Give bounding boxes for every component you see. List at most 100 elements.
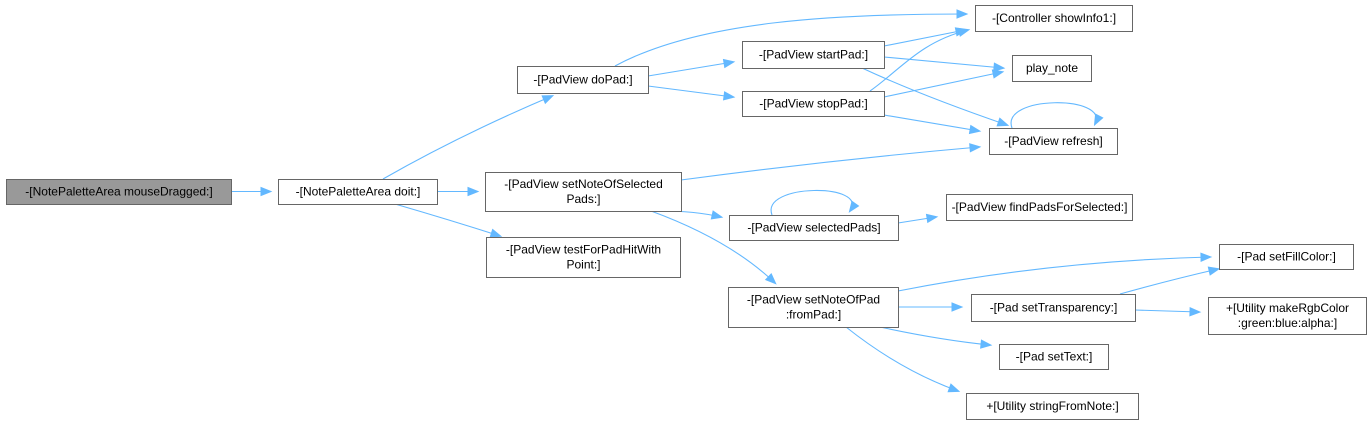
edge-n12-n16 bbox=[879, 326, 991, 346]
edge-n5-n8 bbox=[883, 56, 1004, 69]
edges-layer bbox=[231, 9, 1221, 393]
graph-node-n7[interactable]: -[Controller showInfo1:] bbox=[975, 5, 1133, 32]
edge-arrowhead-n10-n10 bbox=[848, 200, 860, 213]
node-box bbox=[742, 41, 885, 69]
graph-node-n10[interactable]: -[PadView selectedPads] bbox=[729, 215, 899, 241]
node-box bbox=[1012, 55, 1092, 82]
node-label-line: +[Utility stringFromNote:] bbox=[986, 399, 1118, 413]
node-label-line: -[PadView refresh] bbox=[1004, 134, 1103, 148]
node-box bbox=[1208, 297, 1367, 335]
edge-arrowhead-n5-n8 bbox=[993, 62, 1006, 72]
graph-node-n1[interactable]: -[NotePaletteArea doit:] bbox=[278, 179, 438, 205]
node-label-line: Point:] bbox=[566, 258, 600, 272]
edge-arrowhead-n6-n7 bbox=[957, 27, 971, 37]
node-label-line: -[PadView setNoteOfPad bbox=[747, 293, 880, 307]
edge-arrowhead-n10-n11 bbox=[925, 213, 939, 224]
edge-n14-n15 bbox=[1134, 309, 1200, 313]
graph-node-n8[interactable]: play_note bbox=[1012, 55, 1092, 82]
node-box bbox=[485, 172, 682, 212]
edge-n5-n7 bbox=[883, 29, 966, 47]
node-label-line: :fromPad:] bbox=[786, 308, 841, 322]
edge-arrowhead-n1-n4 bbox=[489, 228, 503, 238]
edge-n3-n12 bbox=[650, 210, 776, 284]
edge-arrowhead-n12-n14 bbox=[951, 302, 964, 312]
edge-arrowhead-n2-n5 bbox=[722, 58, 736, 69]
node-label-line: -[NotePaletteArea doit:] bbox=[296, 185, 421, 199]
graph-node-n0[interactable]: -[NotePaletteArea mouseDragged:] bbox=[6, 179, 232, 205]
edge-arrowhead-n9-n9 bbox=[1093, 113, 1104, 127]
edge-arrowhead-n2-n7 bbox=[956, 9, 969, 19]
edge-n2-n7 bbox=[614, 13, 967, 67]
edge-n6-n8 bbox=[883, 71, 1003, 98]
node-label-line: -[Pad setFillColor:] bbox=[1237, 250, 1336, 264]
graph-node-n11[interactable]: -[PadView findPadsForSelected:] bbox=[946, 194, 1133, 221]
node-label-line: -[PadView testForPadHitWith bbox=[506, 243, 661, 257]
graph-node-n9[interactable]: -[PadView refresh] bbox=[989, 128, 1118, 155]
edge-n1-n2 bbox=[382, 95, 553, 180]
edge-n2-n6 bbox=[647, 85, 734, 98]
edge-arrowhead-n6-n8 bbox=[991, 69, 1005, 79]
graph-node-n2[interactable]: -[PadView doPad:] bbox=[517, 66, 649, 94]
node-label-line: -[Pad setText:] bbox=[1016, 350, 1093, 364]
edge-arrowhead-n5-n9 bbox=[996, 117, 1010, 127]
edge-arrowhead-n12-n13 bbox=[1200, 252, 1213, 262]
nodes-layer: -[NotePaletteArea mouseDragged:] -[NotePa… bbox=[6, 5, 1367, 420]
graph-node-n16[interactable]: -[Pad setText:] bbox=[999, 344, 1109, 370]
edge-arrowhead-n3-n12 bbox=[764, 273, 777, 285]
node-box bbox=[6, 179, 232, 205]
graph-node-n17[interactable]: +[Utility stringFromNote:] bbox=[966, 393, 1139, 420]
edge-n10-n10 bbox=[770, 189, 853, 216]
node-label-line: -[NotePaletteArea mouseDragged:] bbox=[25, 185, 212, 199]
edge-n2-n5 bbox=[647, 61, 734, 77]
node-box bbox=[728, 287, 899, 328]
node-box bbox=[742, 91, 885, 117]
edge-n3-n9 bbox=[680, 146, 980, 181]
node-box bbox=[966, 393, 1139, 420]
node-label-line: :green:blue:alpha:] bbox=[1238, 316, 1337, 330]
edge-arrowhead-n14-n15 bbox=[1189, 306, 1202, 317]
edge-arrowhead-n1-n2 bbox=[541, 95, 555, 105]
node-box bbox=[729, 215, 899, 241]
graph-node-n5[interactable]: -[PadView startPad:] bbox=[742, 41, 885, 69]
node-box bbox=[989, 128, 1118, 155]
edge-n14-n13 bbox=[1119, 268, 1219, 295]
node-label-line: -[Pad setTransparency:] bbox=[990, 301, 1118, 315]
node-label-line: -[PadView stopPad:] bbox=[759, 97, 868, 111]
edge-n6-n9 bbox=[883, 114, 980, 132]
node-box bbox=[517, 66, 649, 94]
node-label-line: +[Utility makeRgbColor bbox=[1226, 301, 1349, 315]
node-box bbox=[999, 344, 1109, 370]
node-label-line: -[PadView setNoteOfSelected bbox=[504, 177, 663, 191]
node-box bbox=[971, 294, 1136, 322]
edge-arrowhead-n12-n17 bbox=[947, 383, 961, 393]
node-label-line: Pads:] bbox=[566, 192, 600, 206]
edge-arrowhead-n2-n6 bbox=[722, 91, 736, 101]
node-label-line: -[Controller showInfo1:] bbox=[992, 11, 1116, 25]
edge-arrowhead-n14-n13 bbox=[1207, 266, 1221, 276]
node-box bbox=[486, 237, 681, 278]
node-label-line: -[PadView findPadsForSelected:] bbox=[952, 200, 1128, 214]
edge-arrowhead-n6-n9 bbox=[968, 124, 982, 135]
graph-node-n13[interactable]: -[Pad setFillColor:] bbox=[1219, 244, 1354, 270]
graph-node-n15[interactable]: +[Utility makeRgbColor:green:blue:alpha:… bbox=[1208, 297, 1367, 335]
node-box bbox=[946, 194, 1133, 221]
edge-arrowhead-n3-n9 bbox=[969, 143, 982, 153]
node-label-line: play_note bbox=[1026, 61, 1078, 75]
graph-node-n6[interactable]: -[PadView stopPad:] bbox=[742, 91, 885, 117]
node-label-line: -[PadView startPad:] bbox=[759, 48, 868, 62]
node-label-line: -[PadView doPad:] bbox=[533, 73, 632, 87]
edge-arrowhead-n0-n1 bbox=[260, 186, 273, 197]
edge-arrowhead-n1-n3 bbox=[467, 186, 480, 197]
edge-n12-n13 bbox=[897, 256, 1211, 292]
graph-node-n12[interactable]: -[PadView setNoteOfPad:fromPad:] bbox=[728, 287, 899, 328]
edge-n9-n9 bbox=[1010, 102, 1097, 129]
node-box bbox=[278, 179, 438, 205]
node-label-line: -[PadView selectedPads] bbox=[747, 221, 880, 235]
edge-arrowhead-n12-n16 bbox=[980, 339, 993, 349]
edge-n12-n17 bbox=[845, 326, 959, 392]
graph-node-n14[interactable]: -[Pad setTransparency:] bbox=[971, 294, 1136, 322]
edge-n6-n7 bbox=[869, 29, 969, 92]
